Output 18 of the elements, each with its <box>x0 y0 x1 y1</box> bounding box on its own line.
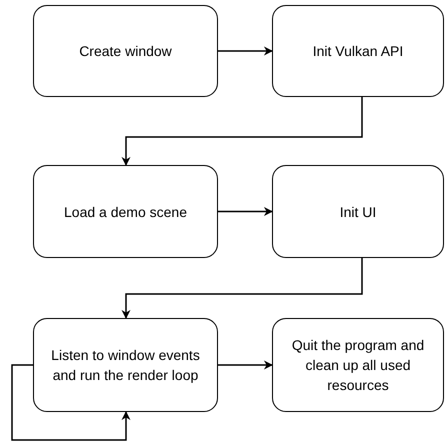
process-box <box>272 165 444 258</box>
arrow <box>218 360 273 370</box>
arrow <box>218 207 273 216</box>
arrow <box>122 258 363 319</box>
box-label: Init UI <box>340 202 376 222</box>
process-box <box>33 165 218 258</box>
process-box <box>272 5 444 97</box>
arrow <box>218 46 273 56</box>
box-label: Create window <box>79 42 172 61</box>
box-label: Load a demo scene <box>64 202 187 222</box>
box-label: Init Vulkan API <box>312 42 404 61</box>
box-label: Listen to window events and run the render loop <box>50 346 201 385</box>
box-label: Quit the program and clean up all used resources <box>290 336 426 395</box>
arrow <box>11 364 130 441</box>
process-box <box>272 318 444 412</box>
arrow <box>122 97 363 166</box>
process-box <box>33 5 218 97</box>
process-box <box>33 318 218 412</box>
